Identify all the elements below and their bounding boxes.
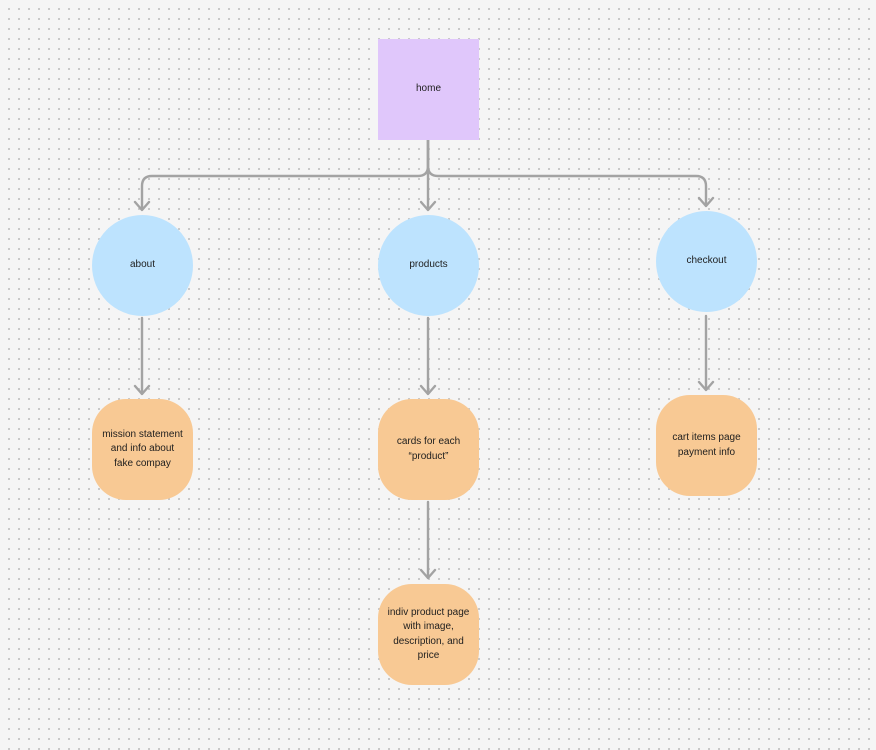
connector-products-cards <box>419 316 437 396</box>
node-checkout[interactable]: checkout <box>656 211 757 312</box>
node-checkout-detail[interactable]: cart items page payment info <box>656 395 757 496</box>
node-about[interactable]: about <box>92 215 193 316</box>
node-products[interactable]: products <box>378 215 479 316</box>
connector-about-detail <box>133 316 151 396</box>
connector-checkout-detail <box>697 314 715 392</box>
node-about-detail[interactable]: mission statement and info about fake co… <box>92 399 193 500</box>
node-home[interactable]: home <box>378 39 479 140</box>
connector-home-checkout <box>426 138 715 208</box>
node-product-page[interactable]: indiv product page with image, descripti… <box>378 584 479 685</box>
connector-home-about <box>133 138 430 212</box>
connector-cards-product-page <box>419 500 437 580</box>
node-products-cards[interactable]: cards for each “product” <box>378 399 479 500</box>
